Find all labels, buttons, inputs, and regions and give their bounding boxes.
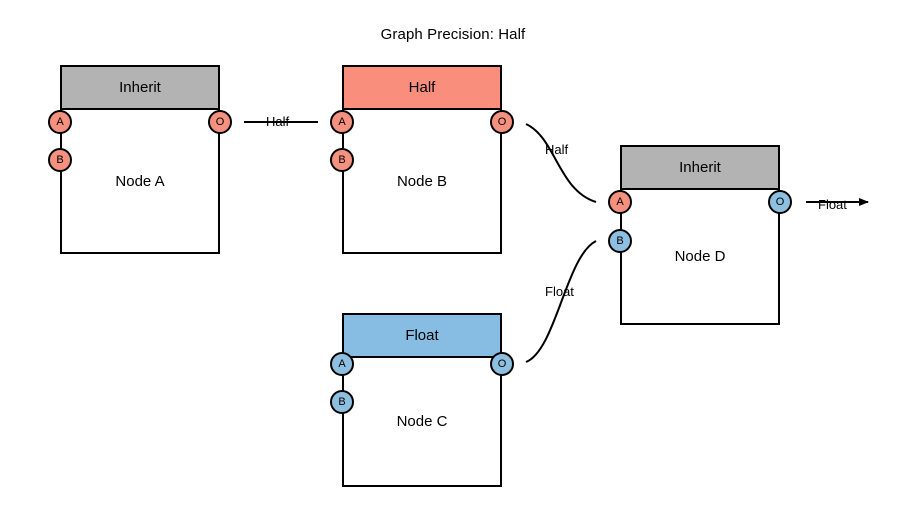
node-c-label: Node C — [396, 413, 448, 430]
node-d-header[interactable]: Inherit — [622, 147, 778, 190]
node-a-input-port-b[interactable]: B — [48, 148, 72, 172]
node-d-label: Node D — [674, 248, 726, 265]
node-b-input-port-b[interactable]: B — [330, 148, 354, 172]
edge-d-output-label: Float — [818, 197, 847, 212]
node-b-input-port-a[interactable]: A — [330, 110, 354, 134]
node-b-label: Node B — [396, 172, 448, 190]
node-c-header[interactable]: Float — [344, 315, 500, 358]
page-title: Graph Precision: Half — [380, 26, 526, 43]
edge-a-to-b-label: Half — [266, 114, 290, 129]
node-a-header[interactable]: Inherit — [62, 67, 218, 110]
node-b-output-port-o[interactable]: O — [490, 110, 514, 134]
node-c-input-port-a[interactable]: A — [330, 352, 354, 376]
node-d-input-port-a[interactable]: A — [608, 190, 632, 214]
node-a-output-port-o[interactable]: O — [208, 110, 232, 134]
node-c-input-port-b[interactable]: B — [330, 390, 354, 414]
node-c-output-port-o[interactable]: O — [490, 352, 514, 376]
node-a-input-port-a[interactable]: A — [48, 110, 72, 134]
node-d-output-port-o[interactable]: O — [768, 190, 792, 214]
edge-b-to-d-label: Half — [545, 142, 569, 157]
edge-c-to-d-label: Float — [545, 284, 574, 299]
node-a-label: Node A — [115, 172, 165, 190]
node-d-input-port-b[interactable]: B — [608, 229, 632, 253]
edge-b-to-d[interactable] — [525, 123, 597, 203]
edge-c-to-d[interactable] — [525, 240, 597, 363]
node-b-header[interactable]: Half — [344, 67, 500, 110]
